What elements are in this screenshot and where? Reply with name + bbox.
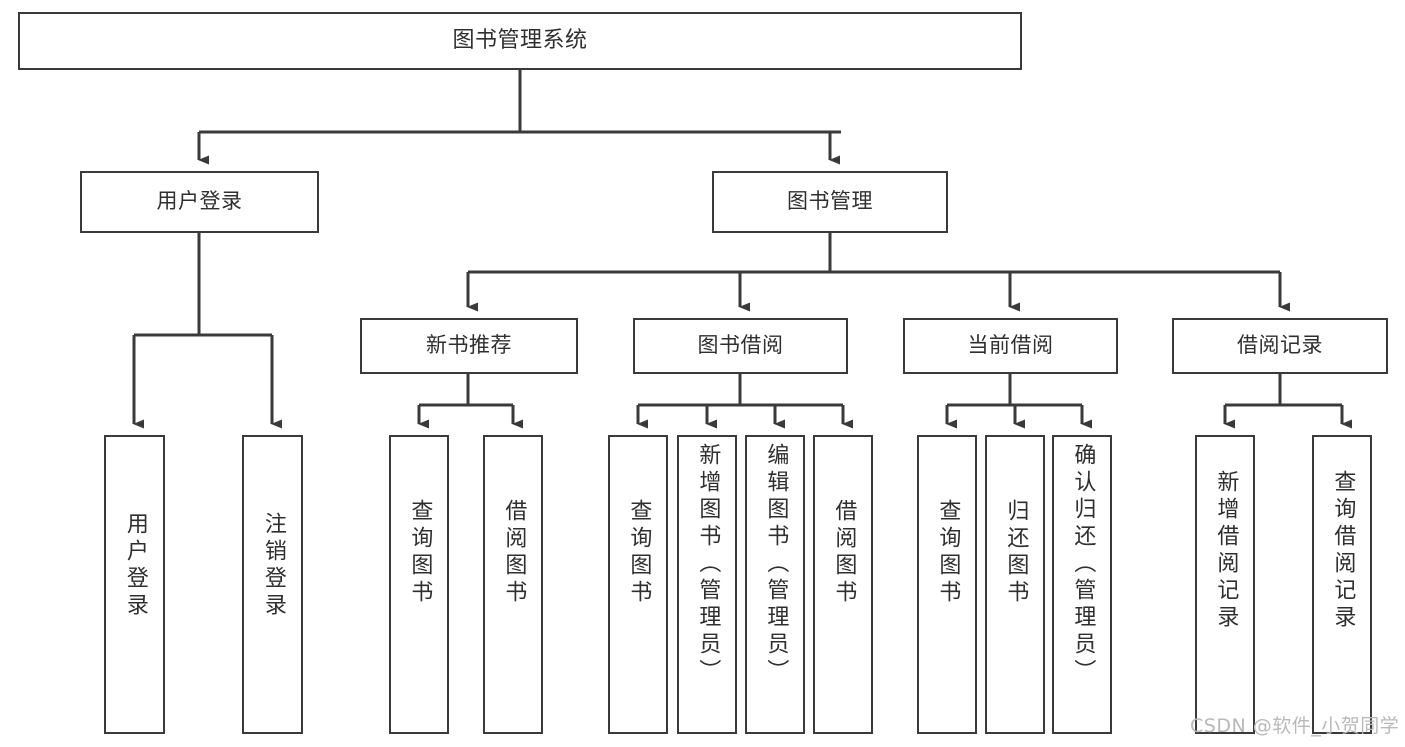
- node-label: 归还图书: [1003, 499, 1029, 607]
- leaf-borrow-book[interactable]: 借阅图书: [813, 435, 873, 734]
- node-label: 注销登录: [260, 512, 286, 620]
- leaf-user-login[interactable]: 用户登录: [104, 435, 165, 734]
- node-label: 图书借阅: [697, 333, 784, 358]
- leaf-query-book-current[interactable]: 查询图书: [917, 435, 977, 734]
- leaf-add-borrow-record[interactable]: 新增借阅记录: [1195, 435, 1255, 734]
- leaf-return-book[interactable]: 归还图书: [985, 435, 1045, 734]
- node-new-book-recommend[interactable]: 新书推荐: [360, 318, 578, 374]
- node-label: 查询图书: [626, 499, 652, 607]
- node-book-borrow[interactable]: 图书借阅: [633, 318, 848, 374]
- leaf-add-book-admin[interactable]: 新增图书（管理员）: [677, 435, 737, 734]
- watermark-text: CSDN @软件_小贺同学: [1190, 715, 1400, 737]
- node-label: 借阅图书: [501, 499, 527, 607]
- node-current-borrow[interactable]: 当前借阅: [903, 318, 1118, 374]
- leaf-query-book-recommend[interactable]: 查询图书: [389, 435, 449, 734]
- leaf-query-book-borrow[interactable]: 查询图书: [608, 435, 668, 734]
- node-user-login[interactable]: 用户登录: [80, 171, 319, 233]
- node-borrow-record[interactable]: 借阅记录: [1172, 318, 1388, 374]
- node-label: 新书推荐: [426, 333, 512, 358]
- leaf-logout[interactable]: 注销登录: [242, 435, 303, 734]
- leaf-confirm-return-admin[interactable]: 确认归还（管理员）: [1052, 435, 1112, 734]
- node-label: 借阅图书: [831, 499, 857, 607]
- leaf-query-borrow-record[interactable]: 查询借阅记录: [1312, 435, 1372, 734]
- node-label: 编辑图书（管理员）: [763, 443, 789, 686]
- node-label: 新增借阅记录: [1213, 470, 1239, 632]
- node-label: 查询图书: [935, 499, 961, 607]
- leaf-borrow-book-recommend[interactable]: 借阅图书: [483, 435, 543, 734]
- node-label: 图书管理系统: [452, 27, 588, 53]
- node-label: 图书管理: [787, 189, 873, 214]
- node-label: 借阅记录: [1237, 333, 1323, 358]
- node-label: 确认归还（管理员）: [1070, 443, 1096, 686]
- node-label: 用户登录: [156, 189, 243, 214]
- node-label: 当前借阅: [967, 333, 1054, 358]
- leaf-edit-book-admin[interactable]: 编辑图书（管理员）: [745, 435, 805, 734]
- node-label: 查询借阅记录: [1330, 470, 1356, 632]
- node-root[interactable]: 图书管理系统: [18, 12, 1022, 70]
- node-label: 用户登录: [122, 512, 148, 620]
- node-label: 查询图书: [407, 499, 433, 607]
- node-label: 新增图书（管理员）: [695, 443, 721, 686]
- node-book-management[interactable]: 图书管理: [712, 171, 948, 233]
